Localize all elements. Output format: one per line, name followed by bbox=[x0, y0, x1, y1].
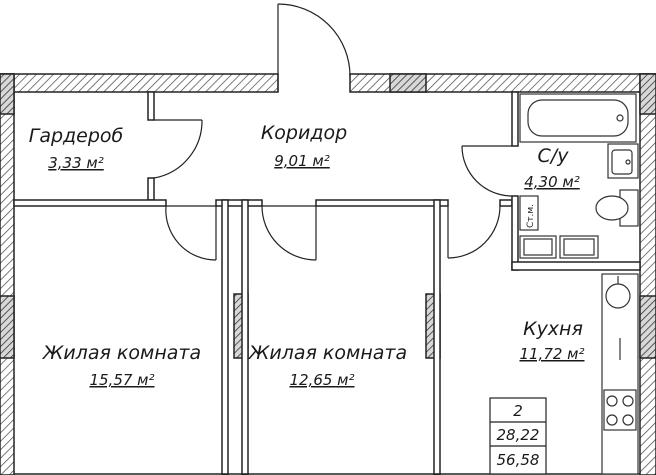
room-area-bathroom: 4,30 м² bbox=[524, 173, 580, 191]
room-label-living-2: Жилая комната bbox=[248, 342, 407, 364]
summary-total-area: 56,58 bbox=[497, 451, 540, 469]
room-label-bathroom: С/у bbox=[538, 145, 570, 167]
room-area-kitchen: 11,72 м² bbox=[519, 345, 584, 363]
room-label-living-1: Жилая комната bbox=[42, 342, 201, 364]
room-area-living-1: 15,57 м² bbox=[89, 371, 154, 389]
room-label-wardrobe: Гардероб bbox=[29, 125, 124, 147]
summary-rooms-count: 2 bbox=[513, 402, 523, 420]
room-label-corridor: Коридор bbox=[261, 122, 347, 144]
room-label-kitchen: Кухня bbox=[523, 318, 583, 340]
riser-label: Ст.м. bbox=[526, 204, 536, 228]
washer-units bbox=[519, 235, 599, 259]
toilet bbox=[595, 189, 639, 227]
sink bbox=[607, 143, 639, 179]
summary-table bbox=[489, 397, 547, 475]
kitchen-counter bbox=[601, 273, 639, 475]
room-area-wardrobe: 3,33 м² bbox=[48, 154, 104, 172]
summary-living-area: 28,22 bbox=[497, 426, 540, 444]
doors bbox=[153, 3, 513, 261]
room-area-corridor: 9,01 м² bbox=[274, 152, 330, 170]
room-area-living-2: 12,65 м² bbox=[289, 371, 354, 389]
bathtub bbox=[519, 93, 637, 143]
riser bbox=[519, 195, 539, 231]
